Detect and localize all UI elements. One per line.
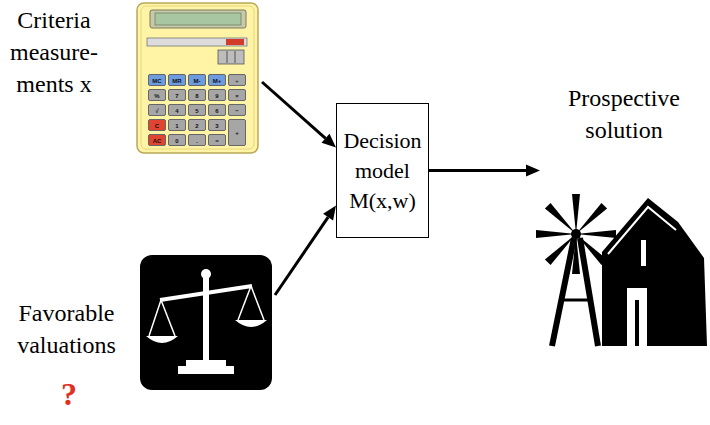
- calculator-key: ÷: [228, 74, 246, 86]
- calculator-key: M-: [188, 74, 206, 86]
- calculator-key: 7: [168, 89, 186, 101]
- calculator-key: −: [228, 104, 246, 116]
- valuation-group: Favorable valuations?: [0, 255, 275, 423]
- calculator-key: 5: [188, 104, 206, 116]
- calculator-key: AC: [148, 134, 166, 146]
- calculator-key: +: [228, 119, 246, 146]
- calculator-key: 9: [208, 89, 226, 101]
- arrow-connector: [429, 165, 540, 177]
- calculator-key: 8: [188, 89, 206, 101]
- calculator-key: 4: [168, 104, 186, 116]
- calculator-key: 6: [208, 104, 226, 116]
- scales-icon: [140, 255, 272, 390]
- arrow-connector: [262, 82, 336, 148]
- solution-group: Prospective solution: [540, 80, 708, 348]
- node-label: Criteria measure- ments x: [4, 4, 104, 100]
- node-label: Favorable valuations: [4, 297, 129, 361]
- node-label: Decision model M(x,w): [343, 126, 421, 216]
- calculator-key: .: [188, 134, 206, 146]
- question-mark: ?: [46, 373, 92, 416]
- farm-icon: [536, 194, 707, 346]
- arrow-connector: [275, 206, 336, 295]
- node-label: Prospective solution: [540, 82, 708, 146]
- calculator-key: MC: [148, 74, 166, 86]
- calculator-key: √: [148, 104, 166, 116]
- calculator-key: ×: [228, 89, 246, 101]
- calculator-key: 2: [188, 119, 206, 131]
- calculator-key: =: [208, 134, 226, 146]
- calculator-key: 3: [208, 119, 226, 131]
- calculator-icon: [137, 3, 258, 153]
- calculator-key: MR: [168, 74, 186, 86]
- calculator-key: C: [148, 119, 166, 131]
- calculator-key: 1: [168, 119, 186, 131]
- process-box: Decision model M(x,w): [336, 103, 429, 238]
- calculator-key: M+: [208, 74, 226, 86]
- calculator-key: 0: [168, 134, 186, 146]
- calculator-key: %: [148, 89, 166, 101]
